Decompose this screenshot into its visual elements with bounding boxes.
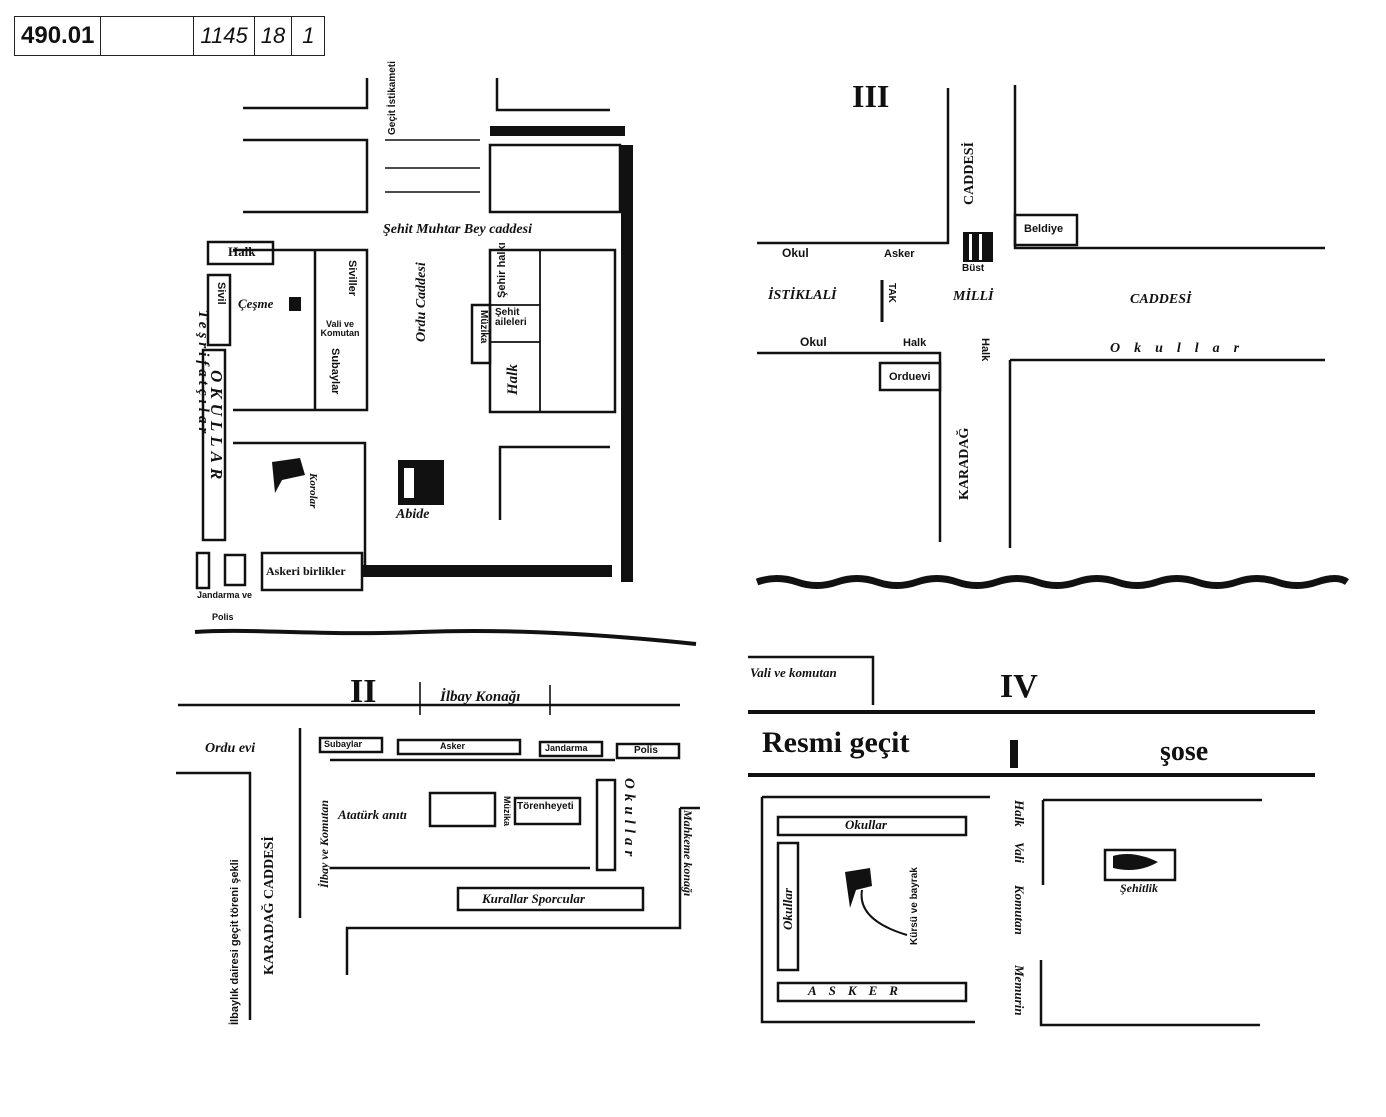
label-sehitlik: Şehitlik <box>1120 881 1159 895</box>
label-okullar-left: Okullar <box>780 888 795 930</box>
panel-1-heavy-bars <box>272 126 633 582</box>
label-halk-top: Halk <box>228 244 256 259</box>
label-belediye: Beldiye <box>1024 223 1064 235</box>
label-korolar: Korolar <box>307 473 319 509</box>
panel-4-streets <box>748 655 1315 1027</box>
archive-stamp: 490.01 1145 18 1 <box>14 16 326 56</box>
label-caddesi-horizontal: CADDESİ <box>1130 292 1192 307</box>
label-halk-right: Halk <box>505 364 521 395</box>
label-jandarma-2: Jandarma <box>545 743 588 753</box>
label-vali-komutan-4: Vali ve komutan <box>750 665 837 680</box>
label-ordu-evi: Ordu evi <box>205 741 256 756</box>
label-komutan-4: Komutan <box>1012 885 1027 935</box>
label-okullar-3: Okullar <box>1110 341 1254 356</box>
panel-3-streets <box>757 85 1325 548</box>
panel-4-numeral: IV <box>1000 668 1038 705</box>
label-caddesi-vertical: CADDESİ <box>962 141 977 205</box>
label-okul-bottom: Okul <box>800 335 827 349</box>
label-muzika-2: Müzika <box>502 796 512 827</box>
label-resmi-gecit: Resmi geçit <box>762 726 910 759</box>
label-ilbay-konagi: İlbay Konağı <box>440 689 521 705</box>
street-sehit-muhtar-bey: Şehit Muhtar Bey caddesi <box>383 222 532 237</box>
label-vali-komutan: Vali ve Komutan <box>320 319 360 338</box>
label-abide: Abide <box>396 507 430 522</box>
label-ilbaylik-dairesi: İlbaylık dairesi geçit töreni şekli <box>229 859 241 1025</box>
label-polis-2: Polis <box>634 745 658 756</box>
label-istiklali: İSTİKLALİ <box>768 288 837 303</box>
label-milli: MİLLİ <box>953 289 994 304</box>
label-subaylar: Subaylar <box>329 348 341 395</box>
archive-file: 18 <box>253 16 292 56</box>
label-ataturk-aniti: Atatürk anıtı <box>338 807 407 822</box>
label-kurallar-sporcular: Kurallar Sporcular <box>482 891 585 906</box>
label-okullar-top: Okullar <box>845 817 887 832</box>
label-orduevi: Orduevi <box>889 371 931 383</box>
label-siviller: Siviller <box>346 260 358 297</box>
label-sivil: Sivil <box>215 282 227 305</box>
panel-2-numeral: II <box>350 673 377 710</box>
label-asker-3: Asker <box>884 248 915 260</box>
label-asker-2: Asker <box>440 741 466 751</box>
label-polis: Polis <box>212 612 234 622</box>
archive-folder: 1145 <box>193 16 254 56</box>
label-sehit-aileleri: Şehit aileleri <box>495 307 527 328</box>
label-kursu-bayrak: Kürsü ve bayrak <box>909 867 920 945</box>
label-ilbay-komutan: İlbay ve Komutan <box>317 799 331 888</box>
panel-2-streets <box>176 682 700 1020</box>
street-ordu-caddesi: Ordu Caddesi <box>414 262 429 342</box>
label-halk-b: Halk <box>979 338 991 362</box>
label-asker-4: ASKER <box>808 983 910 998</box>
label-cesme: Çeşme <box>238 296 274 311</box>
label-karadag-caddesi: KARADAĞ CADDESİ <box>262 836 277 975</box>
label-torenheyeti: Törenheyeti <box>517 801 574 812</box>
label-okullar: OKULLAR <box>207 370 226 485</box>
label-tak: TAK <box>886 283 897 303</box>
archive-code: 490.01 <box>14 16 101 56</box>
archive-item: 1 <box>291 16 326 56</box>
label-bust: Büst <box>962 263 985 274</box>
label-vali-4: Vali <box>1012 842 1027 863</box>
panel-4-icons <box>845 740 1158 936</box>
panel-1-streets <box>195 78 622 592</box>
label-askeri-birlikler: Askeri birlikler <box>266 564 346 578</box>
label-okul-top: Okul <box>782 246 809 260</box>
label-okullar-2: Okullar <box>621 778 637 862</box>
label-halk-a: Halk <box>903 337 927 349</box>
panel-3-bust <box>963 232 993 262</box>
label-mahkeme-konagi: Mahkeme konağı <box>681 810 695 897</box>
label-subaylar-2: Subaylar <box>324 739 363 749</box>
label-halk-4: Halk <box>1012 800 1027 827</box>
label-jandarma: Jandarma ve <box>197 590 253 600</box>
panel-3-numeral: III <box>852 78 890 114</box>
label-sehir-halki: Şehir halkı <box>496 242 508 298</box>
label-muzika: Müzika <box>478 310 489 344</box>
label-memurin: Memurin <box>1012 965 1027 1016</box>
label-sose: şose <box>1160 736 1209 767</box>
street-gecit-istikameti: Geçit İstikameti <box>387 61 398 135</box>
label-karadag: KARADAĞ <box>957 427 972 500</box>
